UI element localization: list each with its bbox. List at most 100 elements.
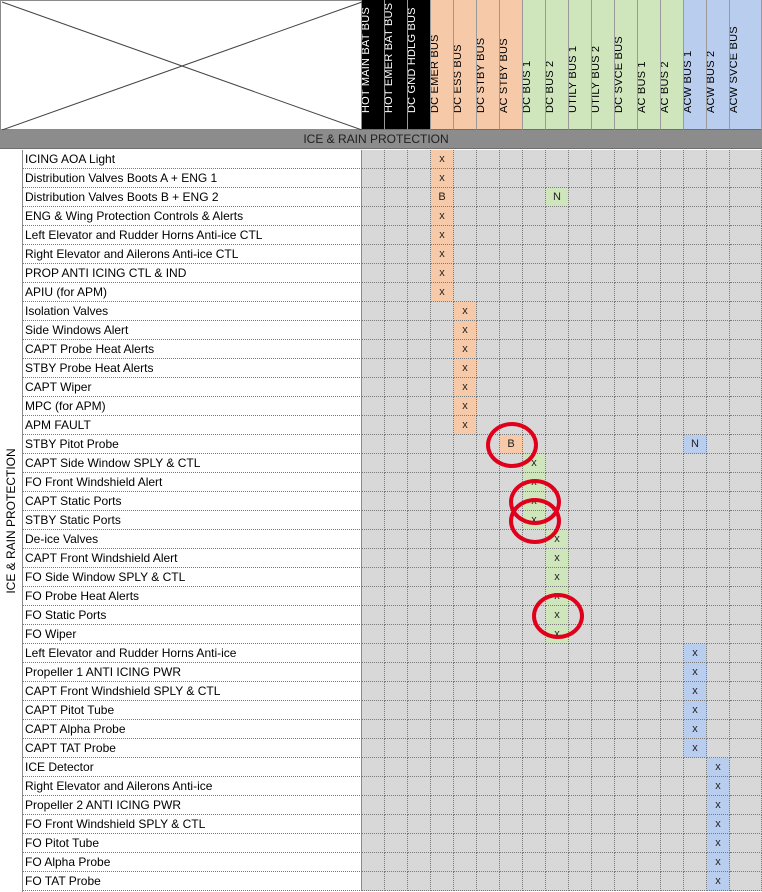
table-cell-utily-bus-2 — [592, 150, 615, 169]
table-cell-hot-main-bat-bus — [362, 435, 385, 454]
table-cell-acw-bus-1 — [684, 473, 707, 492]
table-cell-hot-main-bat-bus — [362, 283, 385, 302]
row-label: FO Static Ports — [23, 606, 362, 625]
table-cell-dc-bus-2: x — [546, 625, 569, 644]
table-cell-ac-bus-2 — [661, 359, 684, 378]
table-cell-acw-bus-1 — [684, 872, 707, 891]
table-row: Left Elevator and Rudder Horns Anti-ice … — [23, 226, 762, 245]
table-cell-acw-svce-bus — [730, 302, 762, 321]
table-cell-dc-bus-1 — [523, 587, 546, 606]
table-cell-acw-svce-bus — [730, 207, 762, 226]
table-cell-hot-emer-bat-bus — [385, 264, 408, 283]
column-header-label: AC STBY BUS — [500, 38, 510, 113]
table-cell-utily-bus-1 — [569, 720, 592, 739]
table-cell-acw-bus-2 — [707, 511, 730, 530]
table-cell-dc-bus-2: N — [546, 188, 569, 207]
table-cell-dc-emer-bus: x — [431, 226, 454, 245]
column-header-dc-ess-bus: DC ESS BUS — [454, 0, 477, 130]
table-cell-utily-bus-1 — [569, 530, 592, 549]
table-cell-acw-bus-1 — [684, 416, 707, 435]
table-cell-dc-emer-bus — [431, 302, 454, 321]
table-cell-acw-bus-1 — [684, 283, 707, 302]
table-cell-dc-gnd-hdlg-bus — [408, 207, 431, 226]
table-cell-dc-bus-1 — [523, 644, 546, 663]
table-cell-ac-bus-2 — [661, 321, 684, 340]
row-label: FO Pitot Tube — [23, 834, 362, 853]
table-cell-acw-bus-2 — [707, 207, 730, 226]
row-label: FO Front Windshield SPLY & CTL — [23, 815, 362, 834]
table-cell-hot-main-bat-bus — [362, 625, 385, 644]
table-cell-acw-bus-2 — [707, 340, 730, 359]
table-cell-hot-emer-bat-bus — [385, 188, 408, 207]
table-cell-dc-gnd-hdlg-bus — [408, 682, 431, 701]
table-cell-hot-emer-bat-bus — [385, 150, 408, 169]
table-cell-dc-svce-bus — [615, 473, 638, 492]
table-cell-ac-stby-bus — [500, 340, 523, 359]
table-cell-dc-stby-bus — [477, 815, 500, 834]
table-cell-utily-bus-2 — [592, 473, 615, 492]
table-cell-dc-stby-bus — [477, 625, 500, 644]
table-cell-dc-gnd-hdlg-bus — [408, 397, 431, 416]
table-cell-ac-bus-1 — [638, 625, 661, 644]
table-cell-dc-stby-bus — [477, 720, 500, 739]
table-cell-acw-bus-2 — [707, 663, 730, 682]
table-cell-dc-ess-bus — [454, 435, 477, 454]
table-cell-utily-bus-1 — [569, 359, 592, 378]
table-cell-dc-bus-2 — [546, 492, 569, 511]
table-cell-dc-bus-2 — [546, 207, 569, 226]
table-cell-acw-bus-2: x — [707, 872, 730, 891]
table-cell-hot-emer-bat-bus — [385, 606, 408, 625]
table-cell-acw-bus-1 — [684, 834, 707, 853]
table-cell-dc-bus-2 — [546, 644, 569, 663]
table-cell-ac-bus-1 — [638, 568, 661, 587]
table-cell-hot-emer-bat-bus — [385, 492, 408, 511]
table-cell-utily-bus-2 — [592, 796, 615, 815]
table-cell-acw-bus-2 — [707, 188, 730, 207]
column-header-acw-bus-1: ACW BUS 1 — [684, 0, 707, 130]
table-cell-ac-bus-2 — [661, 397, 684, 416]
table-cell-ac-stby-bus — [500, 226, 523, 245]
table-cell-ac-stby-bus — [500, 663, 523, 682]
table-cell-dc-gnd-hdlg-bus — [408, 169, 431, 188]
table-cell-dc-bus-2 — [546, 796, 569, 815]
table-cell-dc-ess-bus — [454, 245, 477, 264]
table-cell-dc-bus-2 — [546, 739, 569, 758]
table-cell-dc-bus-2 — [546, 720, 569, 739]
row-label: CAPT Front Windshield SPLY & CTL — [23, 682, 362, 701]
table-cell-ac-bus-2 — [661, 853, 684, 872]
table-cell-dc-ess-bus: x — [454, 378, 477, 397]
table-cell-hot-main-bat-bus — [362, 663, 385, 682]
table-cell-dc-ess-bus: x — [454, 321, 477, 340]
table-cell-dc-stby-bus — [477, 226, 500, 245]
table-cell-acw-bus-1 — [684, 207, 707, 226]
table-cell-utily-bus-1 — [569, 435, 592, 454]
table-cell-dc-stby-bus — [477, 454, 500, 473]
table-cell-utily-bus-1 — [569, 853, 592, 872]
table-cell-dc-bus-2: x — [546, 606, 569, 625]
row-label: CAPT Side Window SPLY & CTL — [23, 454, 362, 473]
table-cell-hot-emer-bat-bus — [385, 625, 408, 644]
table-cell-acw-bus-1: x — [684, 739, 707, 758]
table-cell-utily-bus-1 — [569, 245, 592, 264]
table-cell-dc-svce-bus — [615, 530, 638, 549]
table-cell-acw-bus-2 — [707, 435, 730, 454]
table-cell-dc-emer-bus — [431, 815, 454, 834]
table-cell-acw-bus-1 — [684, 359, 707, 378]
table-cell-dc-stby-bus — [477, 606, 500, 625]
table-cell-utily-bus-2 — [592, 264, 615, 283]
table-cell-dc-emer-bus — [431, 606, 454, 625]
table-cell-utily-bus-2 — [592, 359, 615, 378]
table-cell-acw-bus-2: x — [707, 815, 730, 834]
table-cell-dc-ess-bus — [454, 511, 477, 530]
table-cell-dc-ess-bus — [454, 454, 477, 473]
table-cell-hot-emer-bat-bus — [385, 739, 408, 758]
table-cell-dc-bus-1 — [523, 872, 546, 891]
table-cell-utily-bus-1 — [569, 625, 592, 644]
table-cell-dc-emer-bus: B — [431, 188, 454, 207]
table-cell-dc-ess-bus — [454, 720, 477, 739]
